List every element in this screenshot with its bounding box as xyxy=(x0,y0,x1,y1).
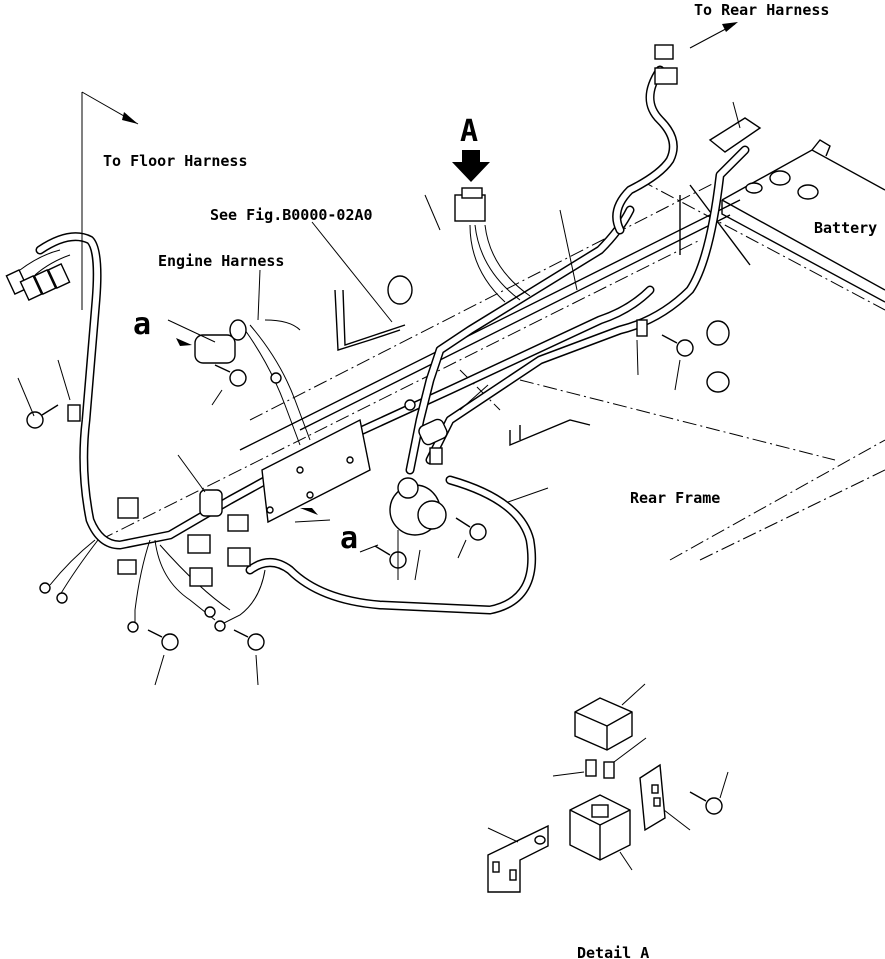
ref-a-center-label: a xyxy=(340,521,358,556)
to-floor-harness-label: To Floor Harness xyxy=(103,152,248,170)
engine-harness-label: Engine Harness xyxy=(158,252,284,270)
battery-label: Battery xyxy=(814,219,877,237)
bolt-6 xyxy=(147,629,179,651)
ref-a-left-label: a xyxy=(133,307,151,342)
bolts xyxy=(26,334,723,815)
detail-a-label: Detail A xyxy=(577,944,649,959)
bolt-4 xyxy=(374,545,407,569)
bolt-7 xyxy=(233,629,265,651)
to-rear-harness-label: To Rear Harness xyxy=(694,1,829,19)
bolt-2 xyxy=(214,364,247,387)
battery xyxy=(721,139,885,303)
detail-a xyxy=(487,683,729,893)
text-labels: To Rear Harness To Floor Harness See Fig… xyxy=(103,1,877,959)
view-a-arrow xyxy=(452,150,490,182)
leader-lines xyxy=(17,22,741,686)
bolt-5 xyxy=(455,517,487,541)
see-fig-label: See Fig.B0000-02A0 xyxy=(210,206,373,224)
floor-harness-connectors xyxy=(5,249,71,301)
components xyxy=(67,44,762,587)
rear-frame-label: Rear Frame xyxy=(630,489,720,507)
view-a-label: A xyxy=(460,114,478,149)
bolt-1 xyxy=(26,404,59,429)
bolt-8 xyxy=(689,791,723,815)
harness-wires xyxy=(35,65,750,626)
rear-frame-outline xyxy=(99,179,885,561)
bolt-3 xyxy=(661,334,694,357)
